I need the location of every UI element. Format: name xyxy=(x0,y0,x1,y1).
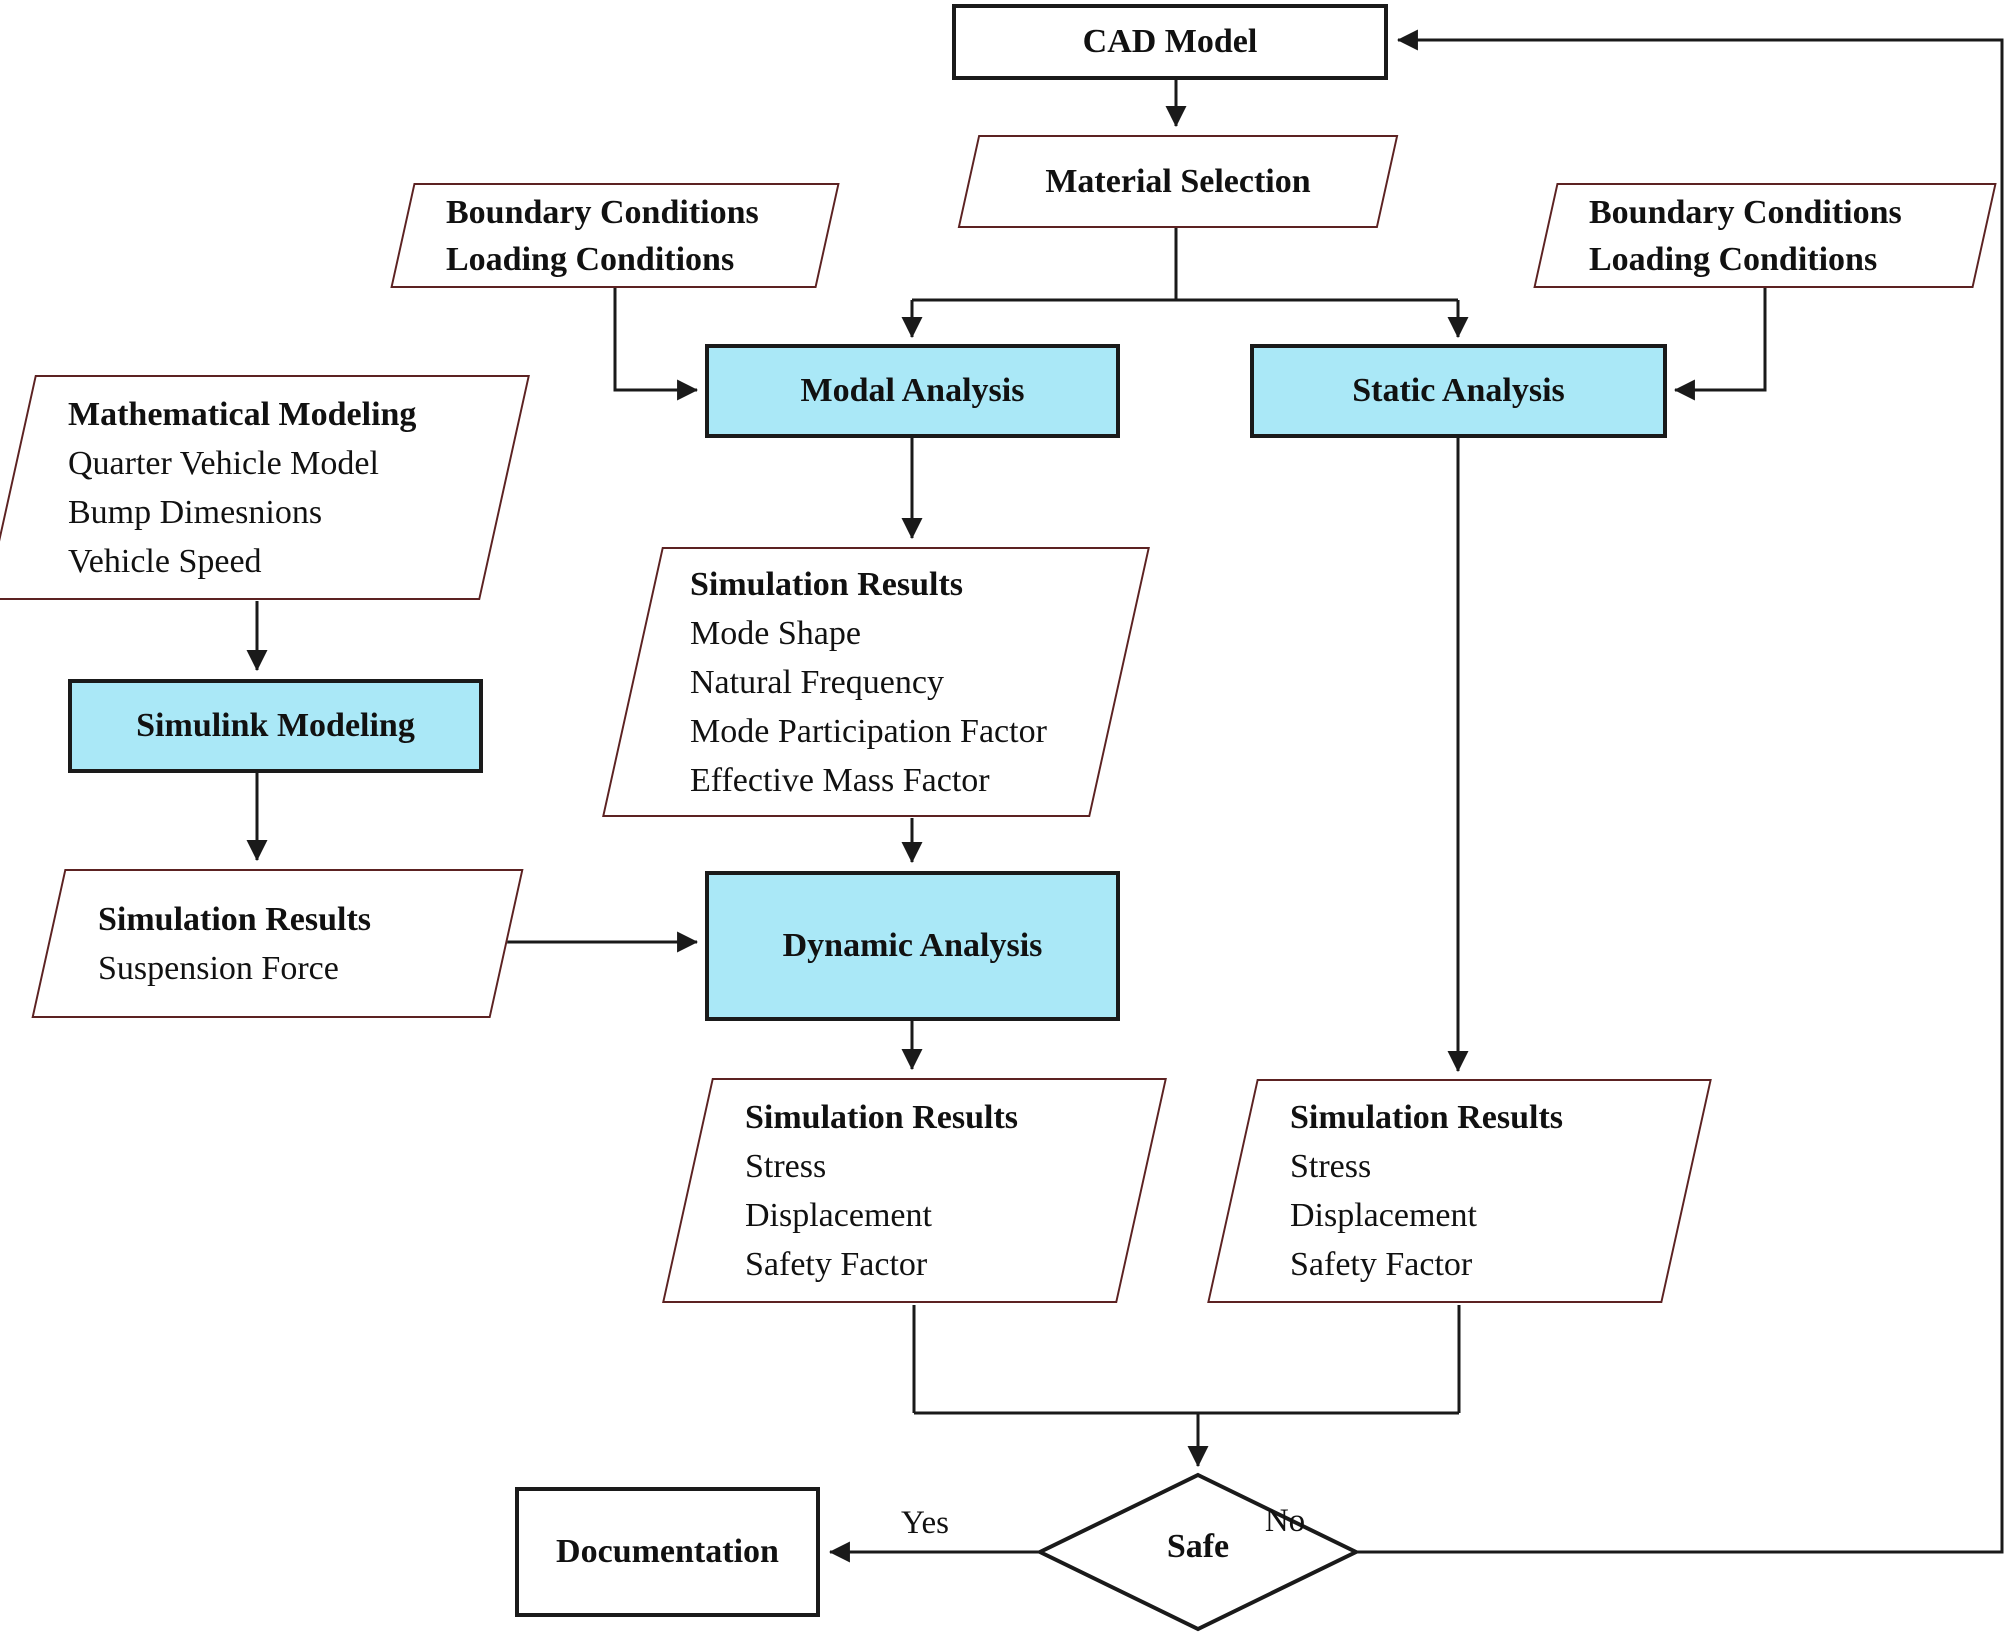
sim-results-dynamic-item: Stress xyxy=(745,1147,827,1185)
math-modeling-item: Bump Dimesnions xyxy=(68,493,323,531)
node-material-selection: Material Selection xyxy=(957,135,1399,228)
node-mathematical-modeling: Mathematical Modeling Quarter Vehicle Mo… xyxy=(0,375,530,600)
edge-label-no: No xyxy=(1264,1503,1306,1539)
edge-label-yes: Yes xyxy=(900,1505,950,1541)
node-simulation-results-suspension: Simulation Results Suspension Force xyxy=(31,869,524,1018)
math-modeling-item: Quarter Vehicle Model xyxy=(68,444,379,482)
sim-results-static-item: Safety Factor xyxy=(1290,1246,1473,1283)
node-documentation: Documentation xyxy=(515,1487,820,1617)
node-simulation-results-modal: Simulation Results Mode Shape Natural Fr… xyxy=(602,547,1150,817)
boundary-left-line2: Loading Conditions xyxy=(446,240,735,278)
sim-results-suspension-title: Simulation Results xyxy=(98,900,371,938)
simulink-modeling-label: Simulink Modeling xyxy=(136,707,415,744)
dynamic-analysis-label: Dynamic Analysis xyxy=(782,927,1043,964)
boundary-right-line2: Loading Conditions xyxy=(1589,240,1878,278)
edge-bcleft-to-modal xyxy=(613,288,699,401)
material-selection-label: Material Selection xyxy=(1045,162,1311,200)
edge-safe-no-feedback xyxy=(1356,29,2004,1554)
sim-results-static-item: Displacement xyxy=(1290,1197,1477,1234)
documentation-label: Documentation xyxy=(556,1533,779,1570)
edge-bcright-to-static xyxy=(1673,288,1767,401)
sim-results-modal-item: Effective Mass Factor xyxy=(690,761,990,799)
boundary-right-line1: Boundary Conditions xyxy=(1589,193,1902,231)
node-simulation-results-dynamic: Simulation Results Stress Displacement S… xyxy=(662,1078,1167,1303)
sim-results-static-title: Simulation Results xyxy=(1290,1099,1563,1136)
sim-results-dynamic-title: Simulation Results xyxy=(745,1098,1018,1136)
sim-results-dynamic-item: Displacement xyxy=(745,1196,932,1234)
math-modeling-title: Mathematical Modeling xyxy=(68,395,417,433)
node-cad-model: CAD Model xyxy=(952,4,1388,80)
sim-results-modal-title: Simulation Results xyxy=(690,565,963,603)
static-analysis-label: Static Analysis xyxy=(1352,372,1565,409)
node-simulink-modeling: Simulink Modeling xyxy=(68,679,483,773)
safe-decision-label: Safe xyxy=(1166,1528,1230,1565)
sim-results-dynamic-item: Safety Factor xyxy=(745,1245,928,1283)
node-modal-analysis: Modal Analysis xyxy=(705,344,1120,438)
sim-results-modal-item: Mode Participation Factor xyxy=(690,712,1047,750)
node-boundary-conditions-left: Boundary Conditions Loading Conditions xyxy=(390,183,840,288)
sim-results-modal-item: Mode Shape xyxy=(690,614,861,652)
sim-results-static-item: Stress xyxy=(1290,1148,1372,1185)
sim-results-modal-item: Natural Frequency xyxy=(690,663,944,701)
safe-diamond-shape xyxy=(1035,1472,1361,1632)
modal-analysis-label: Modal Analysis xyxy=(800,372,1025,409)
node-simulation-results-static: Simulation Results Stress Displacement S… xyxy=(1207,1079,1712,1303)
node-boundary-conditions-right: Boundary Conditions Loading Conditions xyxy=(1533,183,1997,288)
node-static-analysis: Static Analysis xyxy=(1250,344,1667,438)
math-modeling-item: Vehicle Speed xyxy=(68,542,262,580)
node-dynamic-analysis: Dynamic Analysis xyxy=(705,871,1120,1021)
cad-model-label: CAD Model xyxy=(1082,23,1258,60)
sim-results-suspension-item: Suspension Force xyxy=(98,949,339,987)
boundary-left-line1: Boundary Conditions xyxy=(446,193,759,231)
